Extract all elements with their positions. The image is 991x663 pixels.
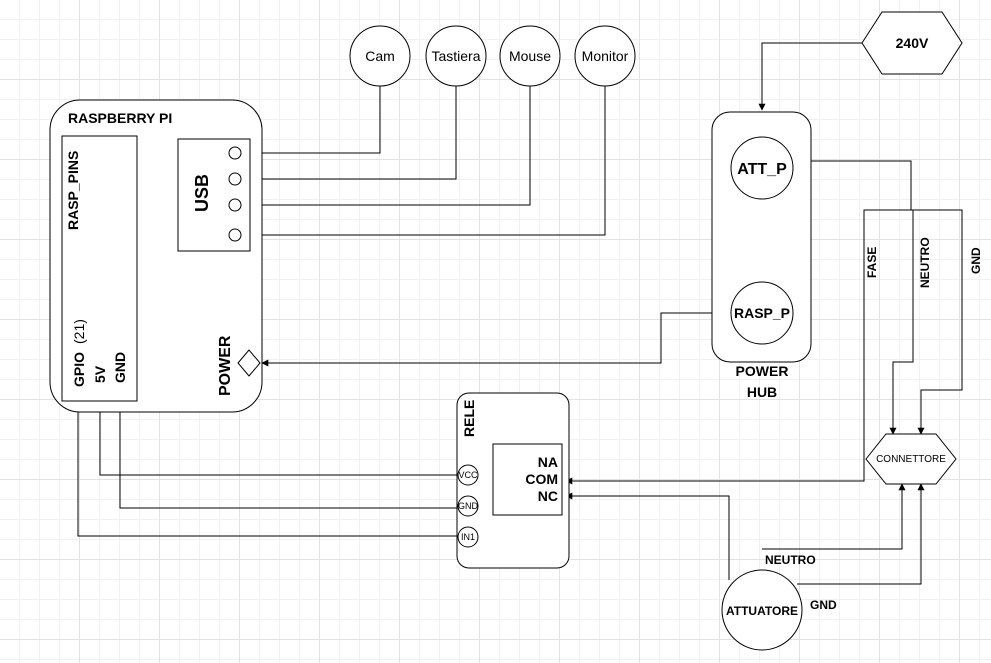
att-p-socket bbox=[730, 136, 794, 200]
cam-node: Cam bbox=[349, 25, 411, 87]
att-p-label: ATT_P bbox=[737, 161, 787, 178]
rasp-p-socket bbox=[730, 281, 794, 345]
rele-in1-label: IN1 bbox=[461, 532, 475, 542]
connettore-node: CONNETTORE bbox=[865, 433, 957, 485]
power-hub: ATT_P RASP_P POWER HUB bbox=[711, 111, 812, 400]
wire-cam-usb bbox=[242, 86, 381, 157]
raspberry-title: RASPBERRY PI bbox=[68, 110, 172, 126]
rele-gnd-label: GND bbox=[458, 501, 479, 511]
tastiera-label: Tastiera bbox=[431, 48, 480, 64]
rele-na-label: NA bbox=[538, 454, 558, 470]
wire-att-gnd bbox=[797, 483, 925, 585]
attuatore-node: ATTUATORE bbox=[721, 569, 803, 651]
pin-gnd-label: GND bbox=[112, 352, 128, 383]
neutro-wire-label: NEUTRO bbox=[918, 237, 932, 288]
wire-mouse-usb bbox=[242, 86, 531, 209]
wire-monitor-usb bbox=[242, 86, 606, 239]
fase-wire-label: FASE bbox=[865, 247, 879, 278]
wire-att-neutro bbox=[762, 483, 906, 550]
wire-attp-neutro bbox=[792, 160, 912, 210]
supply-label: 240V bbox=[896, 35, 929, 51]
rele-gnd-pin bbox=[457, 495, 479, 517]
power-hub-title-2: HUB bbox=[747, 384, 777, 400]
wire-raspp-power bbox=[261, 312, 732, 367]
pin-5v-label: 5V bbox=[92, 365, 108, 383]
wire-gnd bbox=[911, 209, 963, 435]
power-hub-title-1: POWER bbox=[736, 363, 789, 379]
power-port bbox=[237, 349, 261, 377]
usb-port-4 bbox=[228, 228, 242, 242]
rele-vcc-label: VCC bbox=[458, 470, 478, 480]
gpio-label: GPIO bbox=[71, 352, 87, 387]
rasp-p-label: RASP_P bbox=[734, 305, 790, 321]
mouse-node: Mouse bbox=[499, 25, 561, 87]
supply-240v: 240V bbox=[861, 11, 963, 75]
wire-nc-attuatore bbox=[565, 492, 730, 580]
raspberry-pi: RASPBERRY PI RASP_PINS GPIO (21) 5V GND … bbox=[49, 99, 263, 413]
gpio-number: (21) bbox=[71, 319, 87, 344]
rele-in1-pin bbox=[457, 526, 479, 548]
wire-tastiera-usb bbox=[242, 86, 457, 183]
gnd-wire-label: GND bbox=[969, 247, 983, 274]
wire-fase bbox=[565, 209, 911, 485]
attuatore-label: ATTUATORE bbox=[726, 604, 798, 618]
rele-com-label: COM bbox=[525, 471, 558, 487]
rele-nc-label: NC bbox=[538, 488, 558, 504]
monitor-label: Monitor bbox=[582, 48, 629, 64]
monitor-node: Monitor bbox=[574, 25, 636, 87]
rasp-pins-block bbox=[61, 135, 138, 402]
wire-5v-vcc bbox=[96, 391, 457, 476]
usb-port-2 bbox=[228, 172, 242, 186]
cam-label: Cam bbox=[365, 48, 395, 64]
usb-port-1 bbox=[228, 146, 242, 160]
rele-module: RELE NA COM NC VCC GND IN1 bbox=[456, 392, 570, 569]
mouse-label: Mouse bbox=[509, 48, 551, 64]
att-gnd-label: GND bbox=[810, 598, 837, 612]
power-label: POWER bbox=[217, 335, 234, 396]
att-neutro-label: NEUTRO bbox=[765, 553, 816, 567]
wire-neutro-connettore bbox=[889, 209, 914, 435]
tastiera-node: Tastiera bbox=[425, 25, 487, 87]
rasp-pins-label: RASP_PINS bbox=[65, 151, 81, 230]
rele-vcc-pin bbox=[457, 464, 479, 486]
wire-in1-gpio bbox=[74, 391, 457, 537]
wire-240v-hub bbox=[758, 42, 862, 111]
rele-title: RELE bbox=[461, 400, 477, 437]
usb-label: USB bbox=[192, 174, 212, 212]
usb-port-3 bbox=[228, 198, 242, 212]
wire-gnd-gnd bbox=[116, 391, 457, 509]
connettore-label: CONNETTORE bbox=[876, 454, 946, 465]
rele-contacts-block bbox=[492, 443, 563, 516]
